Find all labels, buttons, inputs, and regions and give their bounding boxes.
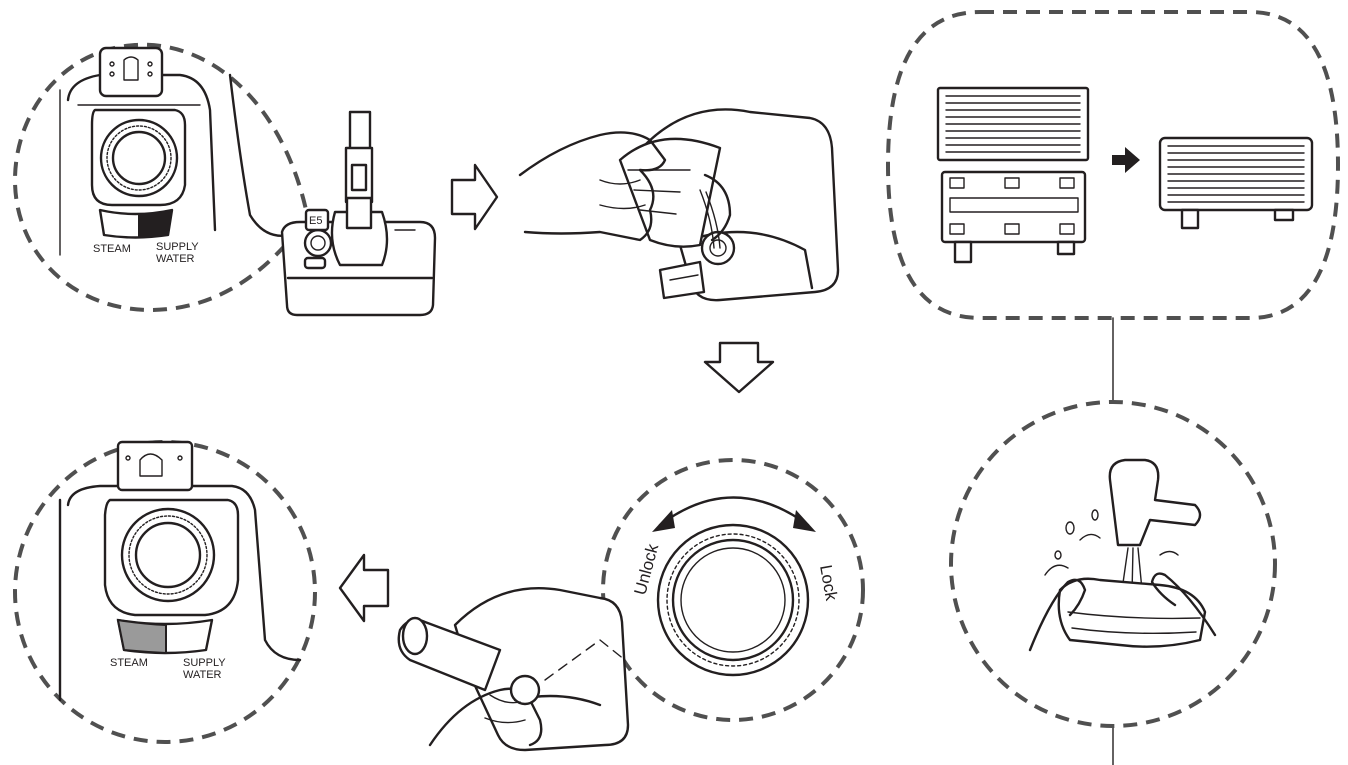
washing-pad-inset	[949, 400, 1277, 728]
filter-pad-inset	[885, 10, 1341, 320]
solid-right-arrow-icon	[1112, 147, 1140, 173]
supply-label-line2-bottom: WATER	[183, 669, 222, 681]
step1-zoom-inset: STEAM SUPPLY WATER	[12, 42, 313, 313]
unlock-arrowhead-icon	[652, 510, 675, 532]
lock-arrowhead-icon	[793, 510, 816, 532]
hollow-left-arrow-icon	[338, 553, 390, 623]
steam-cleaner-head-upright: E5	[280, 110, 437, 317]
steam-label-bottom: STEAM	[110, 657, 148, 669]
hollow-down-arrow-icon	[703, 341, 775, 394]
hollow-right-arrow-icon	[450, 163, 499, 231]
steam-indicator-shaded	[116, 618, 167, 655]
supply-label-line2-top: WATER	[156, 253, 195, 265]
knob-label: E5	[309, 215, 322, 227]
filter-lines-left	[945, 95, 1081, 153]
pouring-water-illustration	[518, 108, 840, 302]
supply-water-indicator-filled	[138, 210, 172, 238]
cap-rotation-inset: Unlock Lock	[601, 458, 865, 722]
closing-cap-illustration	[397, 586, 630, 752]
step4-zoom-inset: STEAM SUPPLY WATER	[13, 440, 317, 744]
steam-label-top: STEAM	[93, 243, 131, 255]
filter-lines-right	[1167, 145, 1305, 203]
supply-label-line1-top: SUPPLY	[156, 241, 199, 253]
supply-label-line1-bottom: SUPPLY	[183, 657, 226, 669]
